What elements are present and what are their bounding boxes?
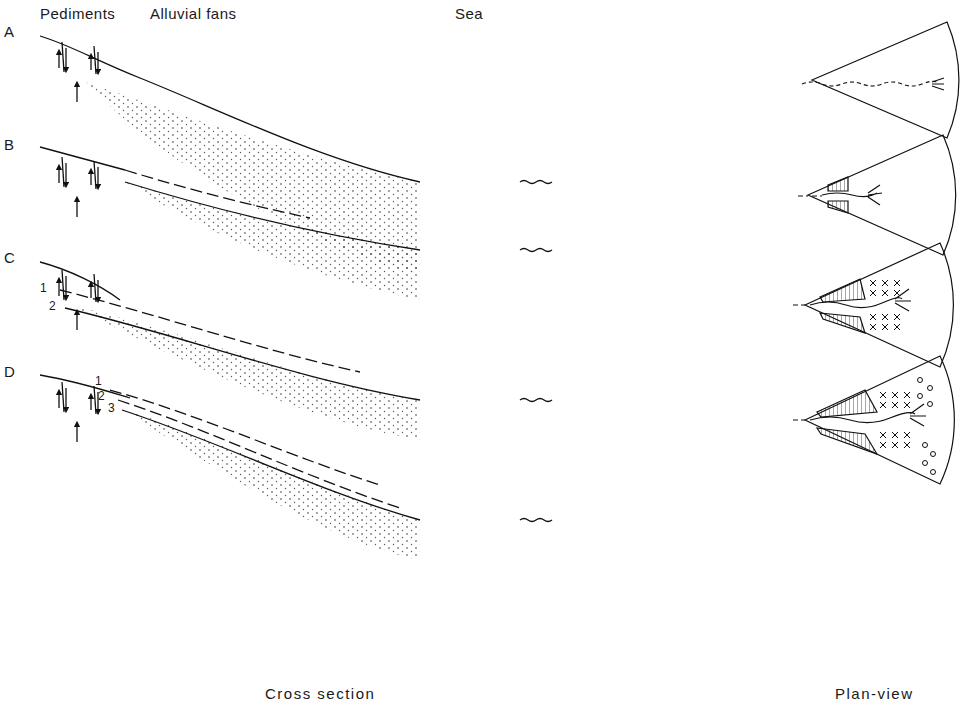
row-letter: A [4, 24, 14, 39]
surface-number: 1 [95, 375, 102, 387]
surface-number: 2 [49, 300, 56, 312]
surface-number: 2 [98, 390, 105, 402]
column-heading: Pediments [40, 6, 115, 21]
surface-number: 3 [108, 402, 115, 414]
row-letter: D [4, 364, 15, 379]
row-letter: B [4, 137, 14, 152]
surface-number: 1 [40, 282, 47, 294]
column-heading: Alluvial fans [150, 6, 237, 21]
row-letter: C [4, 250, 15, 265]
panel-caption: Plan-view [835, 686, 914, 701]
column-heading: Sea [455, 6, 483, 21]
panel-caption: Cross section [265, 686, 375, 701]
